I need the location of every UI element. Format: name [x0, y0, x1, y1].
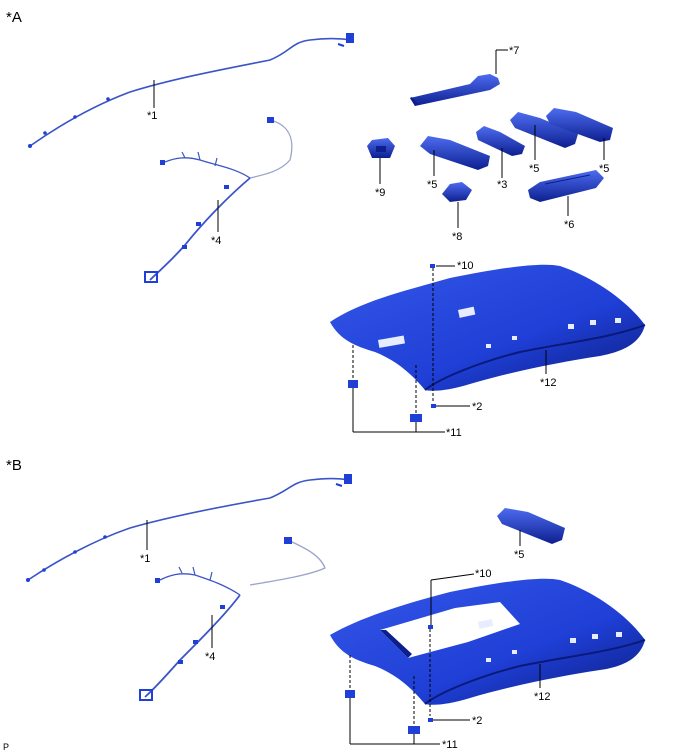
label-headlining-b: *12	[534, 691, 551, 703]
section-b-heading: *B	[6, 457, 22, 474]
pad-5-left	[420, 136, 490, 170]
label-clip-2-b: *2	[472, 715, 482, 727]
headlining-b	[330, 578, 646, 705]
label-pad-7: *7	[509, 45, 519, 57]
label-harness-roof-b: *1	[140, 553, 150, 565]
clips-11-a	[348, 380, 422, 422]
pad-5-right	[546, 108, 613, 142]
label-clip-11-a: *11	[446, 427, 462, 439]
label-pad-5b: *5	[529, 163, 539, 175]
label-pad-5a: *5	[427, 179, 437, 191]
pad-7	[410, 74, 500, 106]
roof-wire-harness-a	[28, 33, 354, 148]
label-pad-5-b: *5	[514, 549, 524, 561]
section-a-heading: *A	[6, 9, 22, 26]
section-a: *A *1 *4	[6, 9, 646, 439]
clip-2-a	[431, 404, 436, 408]
pad-3	[476, 126, 525, 156]
label-pad-5c: *5	[599, 163, 609, 175]
clip-2-b	[428, 718, 433, 722]
clip-8	[442, 182, 472, 202]
label-clip-2-a: *2	[472, 401, 482, 413]
label-pad-3: *3	[497, 179, 507, 191]
section-b: *B *1 *4	[6, 457, 646, 751]
clips-11-b	[345, 690, 420, 734]
side-wire-harness-a	[144, 117, 293, 283]
label-clip-11-b: *11	[442, 739, 458, 751]
headlining-a	[330, 264, 646, 391]
pad-6	[528, 170, 604, 202]
roof-wire-harness-b	[26, 474, 352, 582]
label-clip-10-a: *10	[457, 260, 474, 272]
footer-code: P	[3, 742, 9, 752]
label-clip-8: *8	[452, 231, 462, 243]
clip-10-b	[428, 625, 433, 629]
label-harness-roof-a: *1	[147, 110, 157, 122]
clip-10-a	[430, 264, 435, 268]
label-clip-9: *9	[375, 187, 385, 199]
pad-5-middle	[510, 112, 578, 148]
label-harness-side-b: *4	[205, 651, 215, 663]
label-harness-side-a: *4	[211, 235, 221, 247]
side-wire-harness-b	[139, 537, 326, 701]
label-clip-10-b: *10	[475, 568, 492, 580]
label-headlining-a: *12	[540, 377, 557, 389]
clip-9	[367, 138, 395, 158]
pad-5-b	[497, 508, 565, 544]
label-pad-6: *6	[564, 219, 574, 231]
